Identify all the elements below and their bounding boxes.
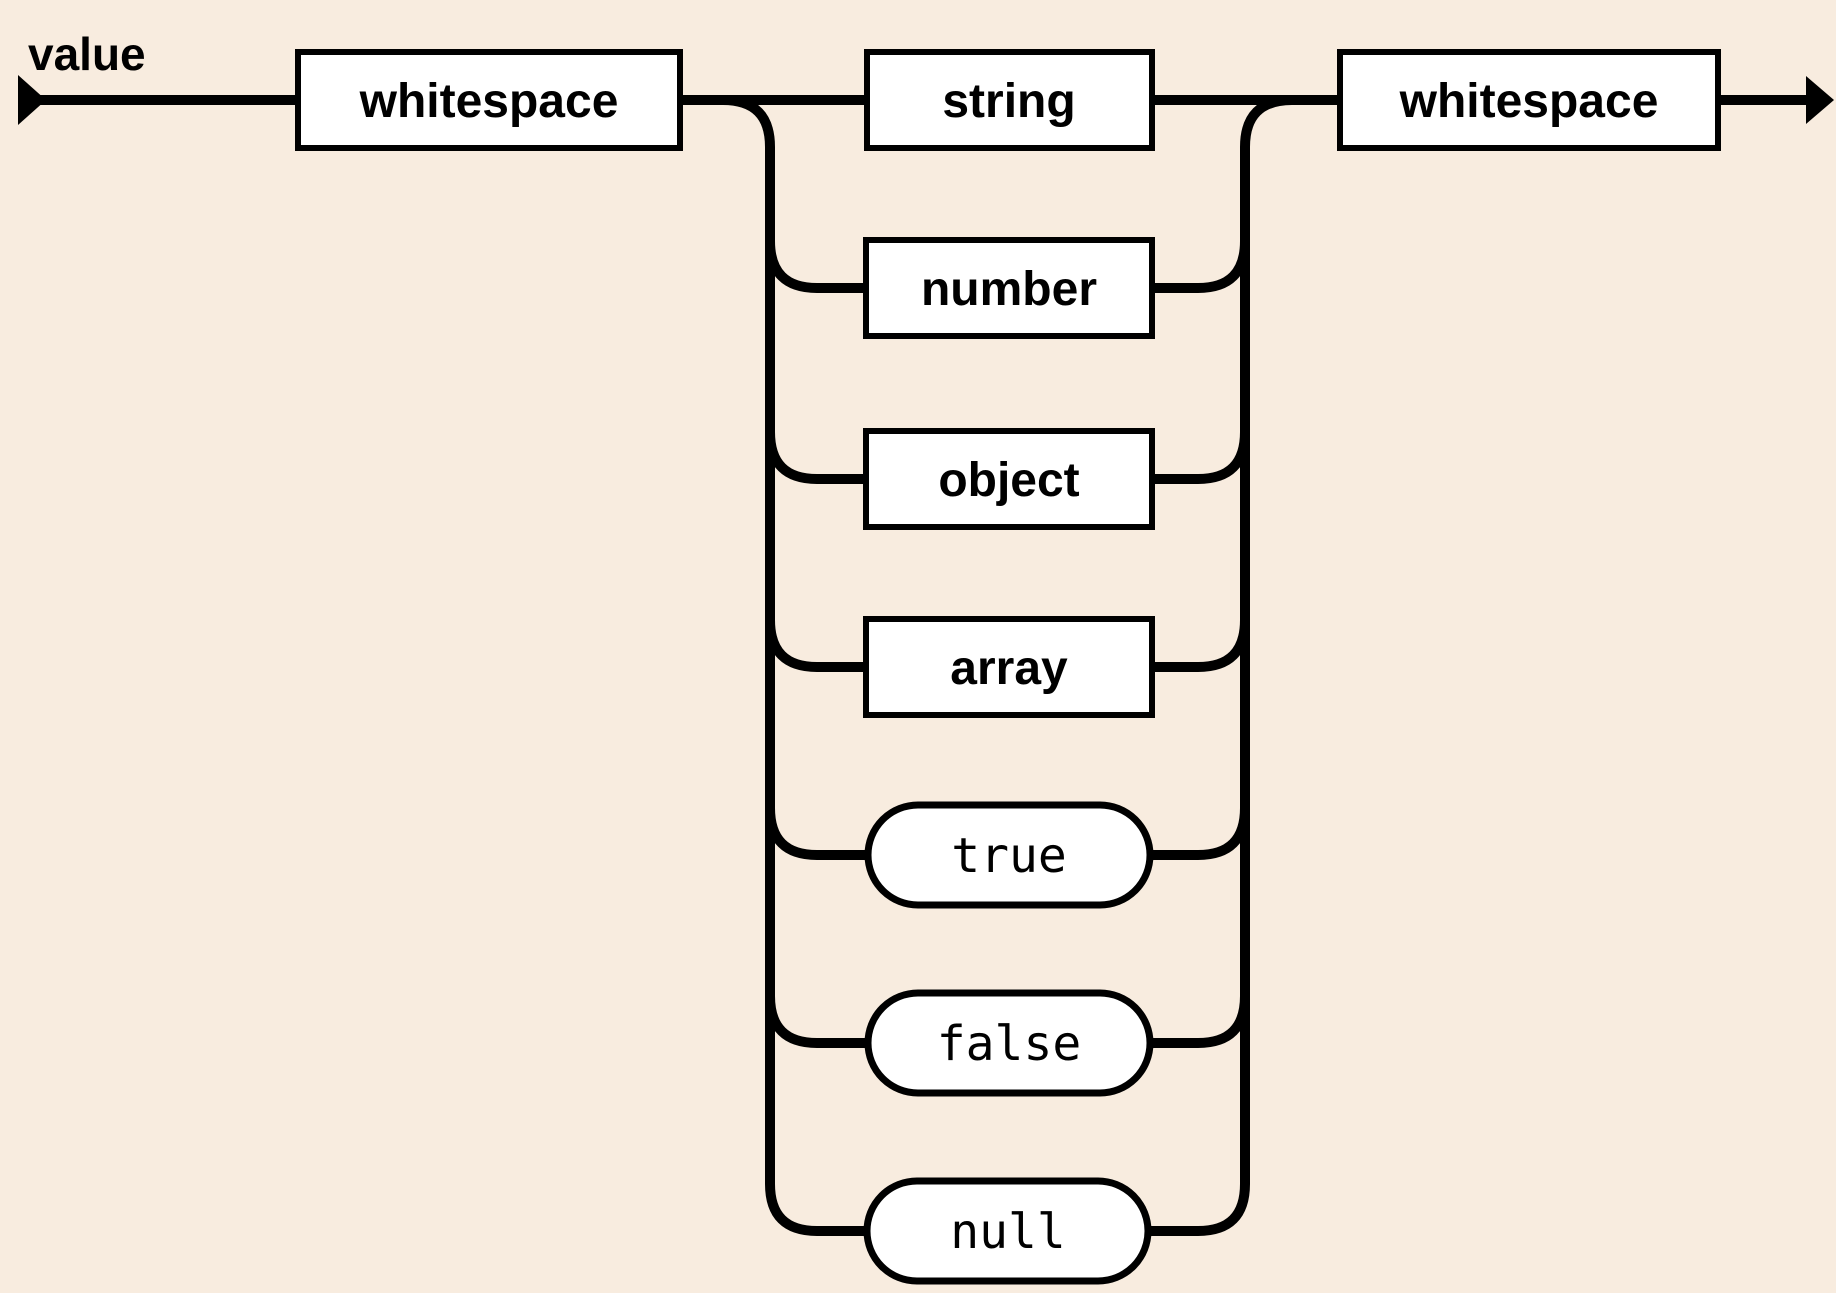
node-label-whitespace-exit: whitespace xyxy=(1399,75,1659,128)
node-pill-false xyxy=(864,989,1154,1097)
node-whitespace-exit: whitespace xyxy=(1337,49,1721,151)
node-label-array: array xyxy=(950,642,1068,695)
node-label-string: string xyxy=(942,75,1075,128)
node-pill-true xyxy=(864,801,1154,909)
node-box-object xyxy=(863,428,1155,530)
node-false: false xyxy=(864,989,1154,1097)
connector-rails xyxy=(30,95,1812,1236)
node-array: array xyxy=(863,616,1155,718)
node-string: string xyxy=(864,49,1155,151)
node-label-false: false xyxy=(937,1016,1082,1072)
node-box-number xyxy=(863,237,1155,339)
node-number: number xyxy=(863,237,1155,339)
node-true: true xyxy=(864,801,1154,909)
node-whitespace-entry: whitespace xyxy=(295,49,683,151)
node-object: object xyxy=(863,428,1155,530)
end-arrow-icon xyxy=(1806,76,1834,124)
node-label-number: number xyxy=(921,263,1097,316)
node-label-object: object xyxy=(938,454,1079,507)
node-label-null: null xyxy=(950,1204,1066,1260)
start-arrow-icon xyxy=(18,75,46,125)
node-box-whitespace-entry xyxy=(295,49,683,151)
diagram-title: value xyxy=(28,28,146,80)
node-box-whitespace-exit xyxy=(1337,49,1721,151)
node-label-true: true xyxy=(951,828,1067,884)
node-box-string xyxy=(864,49,1155,151)
node-null: null xyxy=(863,1177,1152,1285)
node-pill-null xyxy=(863,1177,1152,1285)
node-label-whitespace-entry: whitespace xyxy=(359,75,619,128)
node-box-array xyxy=(863,616,1155,718)
